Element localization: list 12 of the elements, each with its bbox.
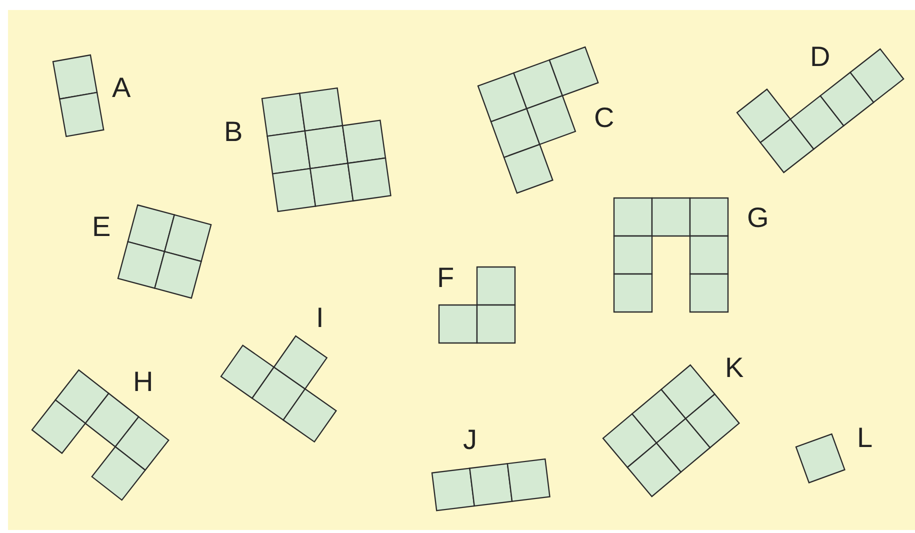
shape-letter: D (810, 43, 830, 71)
shape-letter: C (594, 104, 614, 132)
shape-letter: E (92, 212, 111, 241)
shape-letter: G (747, 204, 769, 232)
shape-letter: H (132, 368, 154, 396)
shape-letter: L (856, 424, 873, 452)
shape-letter: J (462, 426, 477, 454)
shape-letter: B (224, 118, 243, 146)
shape-letter: F (437, 264, 454, 292)
shape-letter: I (316, 304, 324, 332)
shape-letter: A (112, 74, 131, 102)
shape-letter: K (724, 354, 744, 382)
